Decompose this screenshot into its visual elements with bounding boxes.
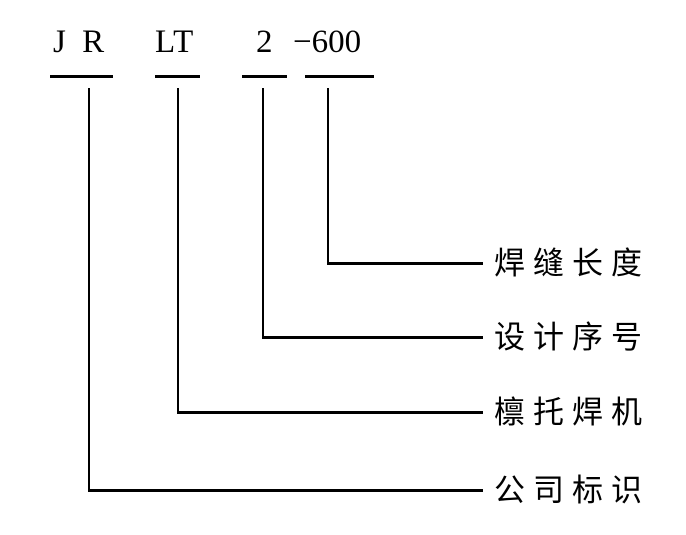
underline-design-number (242, 75, 287, 78)
connector-vertical-weld-length (327, 88, 329, 265)
code-segment-weld-length: −600 (293, 24, 362, 60)
code-segment-machine-type: LT (155, 24, 195, 60)
connector-horizontal-weld-length (327, 262, 483, 265)
connector-horizontal-company-id (88, 489, 483, 492)
callout-label-design-number: 设计序号 (494, 320, 650, 355)
code-segment-company-prefix: J R (53, 24, 105, 60)
callout-label-weld-length: 焊缝长度 (494, 246, 650, 281)
connector-vertical-machine-type (177, 88, 179, 414)
callout-label-machine-type: 檩托焊机 (494, 395, 650, 430)
underline-weld-length (305, 75, 374, 78)
connector-horizontal-machine-type (177, 411, 483, 414)
underline-company-prefix (50, 75, 113, 78)
code-segment-design-number: 2 (256, 24, 273, 60)
connector-vertical-company-id (88, 88, 90, 492)
connector-horizontal-design-number (262, 336, 483, 339)
connector-vertical-design-number (262, 88, 264, 339)
callout-label-company-id: 公司标识 (494, 473, 650, 508)
underline-machine-type (155, 75, 200, 78)
